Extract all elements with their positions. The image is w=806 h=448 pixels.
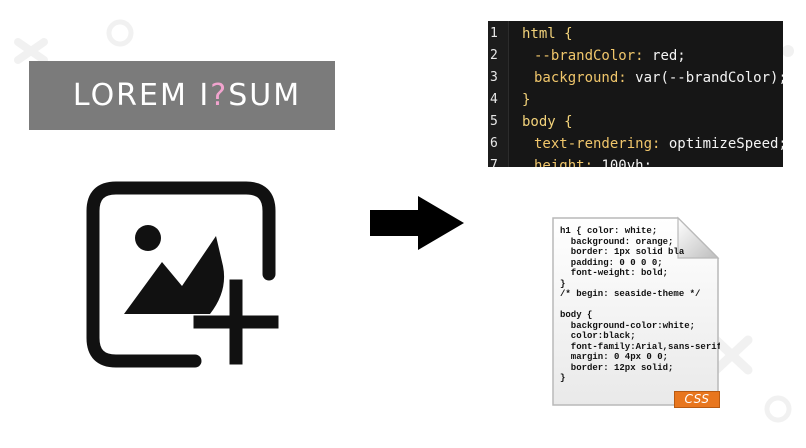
ring-decoration	[764, 395, 792, 423]
css-file-icon	[552, 216, 720, 406]
css-code-text: h1 { color: white; background: orange; b…	[560, 226, 720, 383]
code-token: text-rendering:	[534, 136, 669, 152]
code-token: red;	[652, 48, 686, 64]
code-token: body {	[522, 114, 573, 130]
code-text: html {	[522, 23, 573, 45]
code-token: height:	[534, 158, 602, 167]
line-number: 7	[490, 158, 498, 167]
code-editor-panel: 1 html { 2 --brandColor: red; 3 background: v…	[488, 21, 783, 167]
ring-decoration	[106, 19, 134, 47]
dot-decoration	[782, 45, 794, 57]
page-sheet	[552, 217, 719, 406]
code-token: html {	[522, 26, 573, 42]
logo-banner: LOREM I?SUM	[29, 61, 335, 130]
code-token: var(--brandColor);	[635, 70, 783, 86]
plus-sign	[193, 279, 279, 365]
code-token: --brandColor:	[534, 48, 653, 64]
logo-text-accent: ?	[210, 78, 229, 113]
line-number: 6	[490, 136, 498, 151]
line-number: 4	[490, 92, 498, 107]
code-text: body {	[522, 111, 573, 133]
code-text: --brandColor: red;	[534, 45, 686, 67]
line-number: 1	[490, 26, 498, 41]
mountain-shape	[124, 236, 225, 314]
css-file-document: h1 { color: white; background: orange; b…	[550, 215, 722, 413]
code-token: optimizeSpeed;	[668, 136, 783, 152]
code-token: background:	[534, 70, 636, 86]
logo-text-start: LOREM I	[72, 78, 211, 113]
x-mark-decoration	[711, 335, 753, 375]
line-number-gutter	[488, 21, 509, 167]
sun-circle	[135, 225, 161, 251]
code-token: 100vh;	[601, 158, 653, 167]
code-token: }	[522, 92, 531, 108]
line-number: 2	[490, 48, 498, 63]
line-number: 5	[490, 114, 498, 129]
code-text: height: 100vh;	[534, 155, 652, 167]
image-frame	[86, 181, 276, 368]
arrow-right-icon	[370, 196, 464, 250]
logo-text-end: SUM	[228, 78, 302, 113]
css-badge: CSS	[674, 391, 720, 408]
add-image-icon	[86, 181, 279, 368]
code-text: }	[522, 89, 530, 111]
code-text: text-rendering: optimizeSpeed;	[534, 133, 783, 155]
page-fold	[677, 216, 720, 259]
x-mark-decoration	[14, 38, 48, 64]
line-number: 3	[490, 70, 498, 85]
code-text: background: var(--brandColor);	[534, 67, 783, 89]
